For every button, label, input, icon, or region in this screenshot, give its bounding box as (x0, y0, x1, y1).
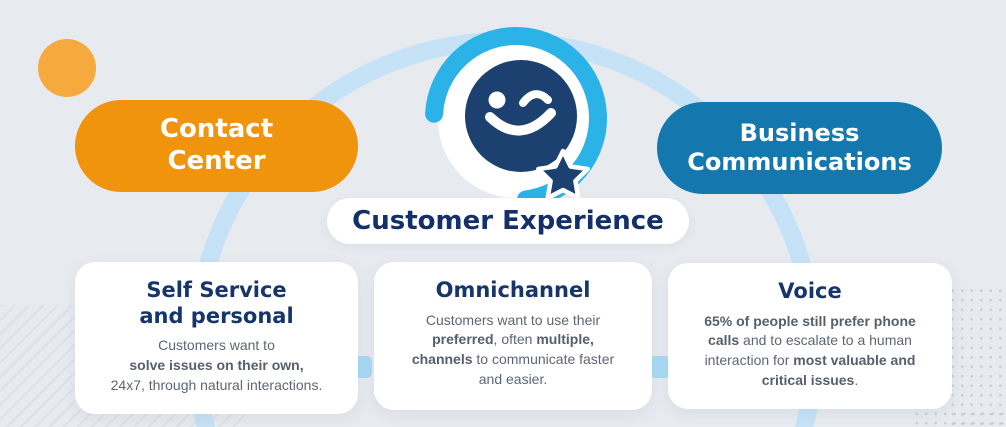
customer-experience-label: Customer Experience (327, 198, 689, 244)
card-title: Omnichannel (435, 278, 591, 302)
blue-square-decoration (649, 356, 671, 378)
orange-circle-decoration (38, 39, 96, 97)
eye-dot (488, 91, 506, 109)
dot-grid-pattern (948, 286, 1006, 427)
self-service-card: Self Service and personal Customers want… (75, 262, 358, 414)
card-body: Customers want to solve issues on their … (110, 337, 323, 393)
dot-grid-pattern-strip (912, 409, 1006, 427)
card-body: Customers want to use their preferred, o… (411, 311, 615, 388)
omnichannel-card: Omnichannel Customers want to use their … (374, 262, 652, 410)
winking-smiley-icon (425, 27, 607, 209)
smile-mouth (485, 108, 556, 136)
card-title: Self Service and personal (139, 278, 294, 328)
card-title: Voice (778, 279, 842, 303)
voice-card: Voice 65% of people still prefer phone c… (668, 263, 952, 409)
star-icon (536, 148, 590, 201)
wink-eye (519, 90, 552, 107)
card-body: 65% of people still prefer phone calls a… (704, 312, 916, 389)
business-communications-node: Business Communications (657, 102, 942, 194)
contact-center-node: Contact Center (75, 100, 358, 192)
